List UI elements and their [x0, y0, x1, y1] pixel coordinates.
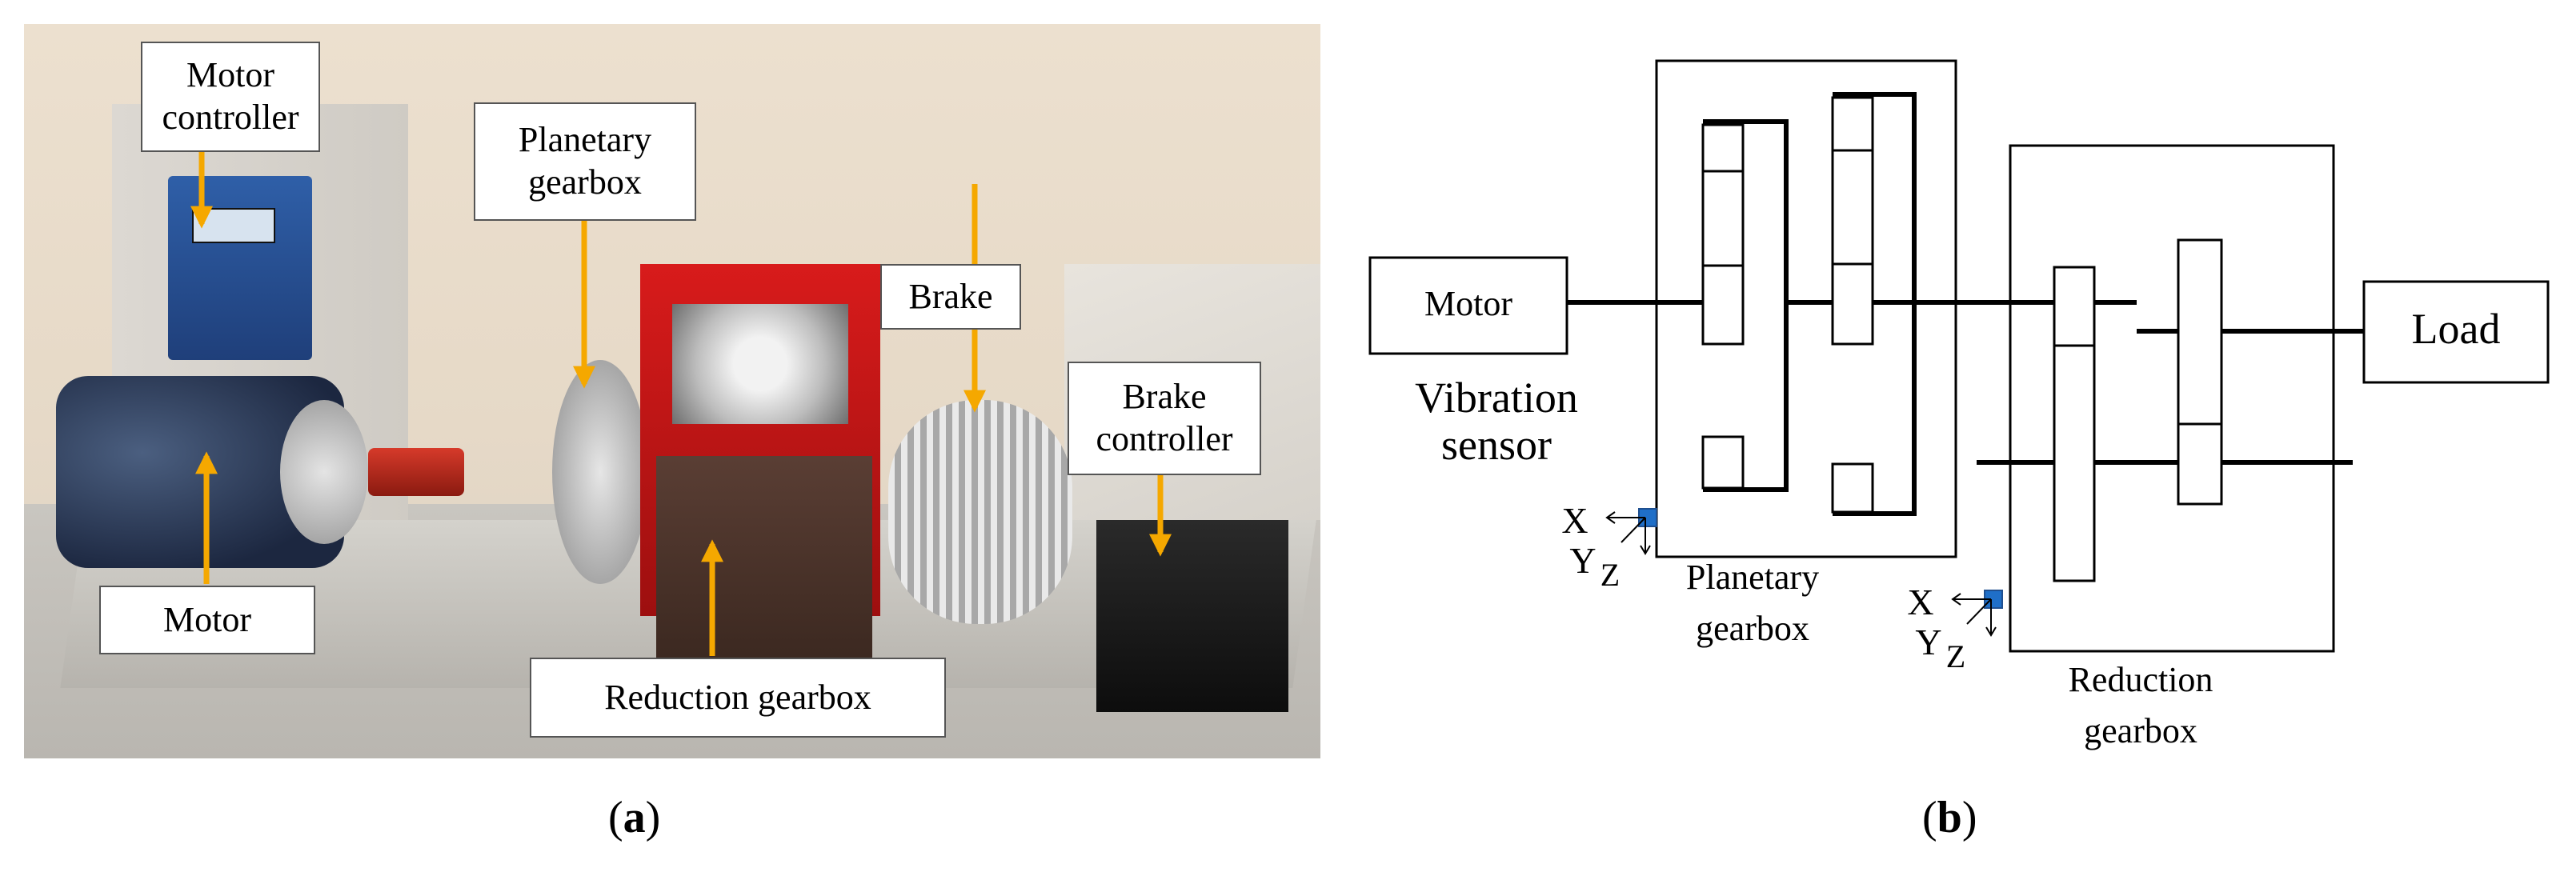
vibration-sensor-2: [1951, 590, 2003, 637]
reduction-gear-large: [2053, 266, 2096, 582]
panel-b-diagram: Motor Load Vibration sensor Planetary ge…: [1344, 0, 2576, 876]
sensor-2-z-label: Z: [1945, 638, 1966, 674]
vibration-sensor-1: [1605, 508, 1657, 555]
reduction-gear-small: [2177, 238, 2223, 506]
motor-box: [1368, 256, 1568, 355]
planet-gear-right-top: [1831, 96, 1874, 346]
planetary-gearbox-label: Planetary gearbox: [1685, 558, 1820, 648]
reduction-gearbox-box: [2009, 144, 2335, 653]
sensor-1-z-label: Z: [1600, 557, 1621, 593]
reduction-gearbox-device: [656, 456, 872, 664]
panel-b-letter: b: [1937, 793, 1962, 842]
callout-motor-controller: Motor controller: [141, 42, 320, 152]
panel-a-photo: Motor controller Planetary gearbox Brake…: [24, 24, 1320, 842]
vibration-sensor-label: Vibration sensor: [1415, 374, 1578, 470]
housing-window: [672, 304, 848, 424]
planet-gear-left-top: [1701, 123, 1745, 346]
planet-gear-left-bottom: [1701, 435, 1745, 490]
sensor-2-x-label: X: [1907, 582, 1934, 622]
planetary-gearbox-box: [1655, 59, 1957, 558]
callout-motor: Motor: [99, 586, 315, 654]
panel-a-label: (a): [608, 793, 661, 842]
callout-arrows: [190, 144, 1172, 656]
panel-a-letter: a: [623, 793, 646, 842]
gearbox-schematic: [1368, 59, 2550, 653]
sensor-1-x-label: X: [1561, 500, 1588, 541]
callout-planetary-gearbox: Planetary gearbox: [474, 102, 696, 221]
callout-reduction-gearbox: Reduction gearbox: [530, 658, 946, 738]
brake-device: [888, 400, 1072, 624]
panel-b-label: (b): [1922, 793, 1977, 842]
sensor-1-y-label: Y: [1569, 540, 1596, 581]
planet-gear-right-bottom: [1831, 462, 1874, 514]
callout-brake: Brake: [880, 264, 1021, 330]
brake-controller-device: [1096, 520, 1288, 712]
motor-end-cap: [280, 400, 368, 544]
sensor-2-y-label: Y: [1915, 622, 1942, 662]
planetary-gearbox-device: [552, 360, 648, 584]
motor-label: Motor: [1424, 284, 1512, 323]
shaft-coupling: [368, 448, 464, 496]
callout-brake-controller: Brake controller: [1068, 362, 1261, 475]
reduction-gearbox-label: Reduction gearbox: [2068, 660, 2213, 750]
planetary-ring-stage1: [1703, 119, 1789, 492]
load-label: Load: [2411, 305, 2501, 353]
